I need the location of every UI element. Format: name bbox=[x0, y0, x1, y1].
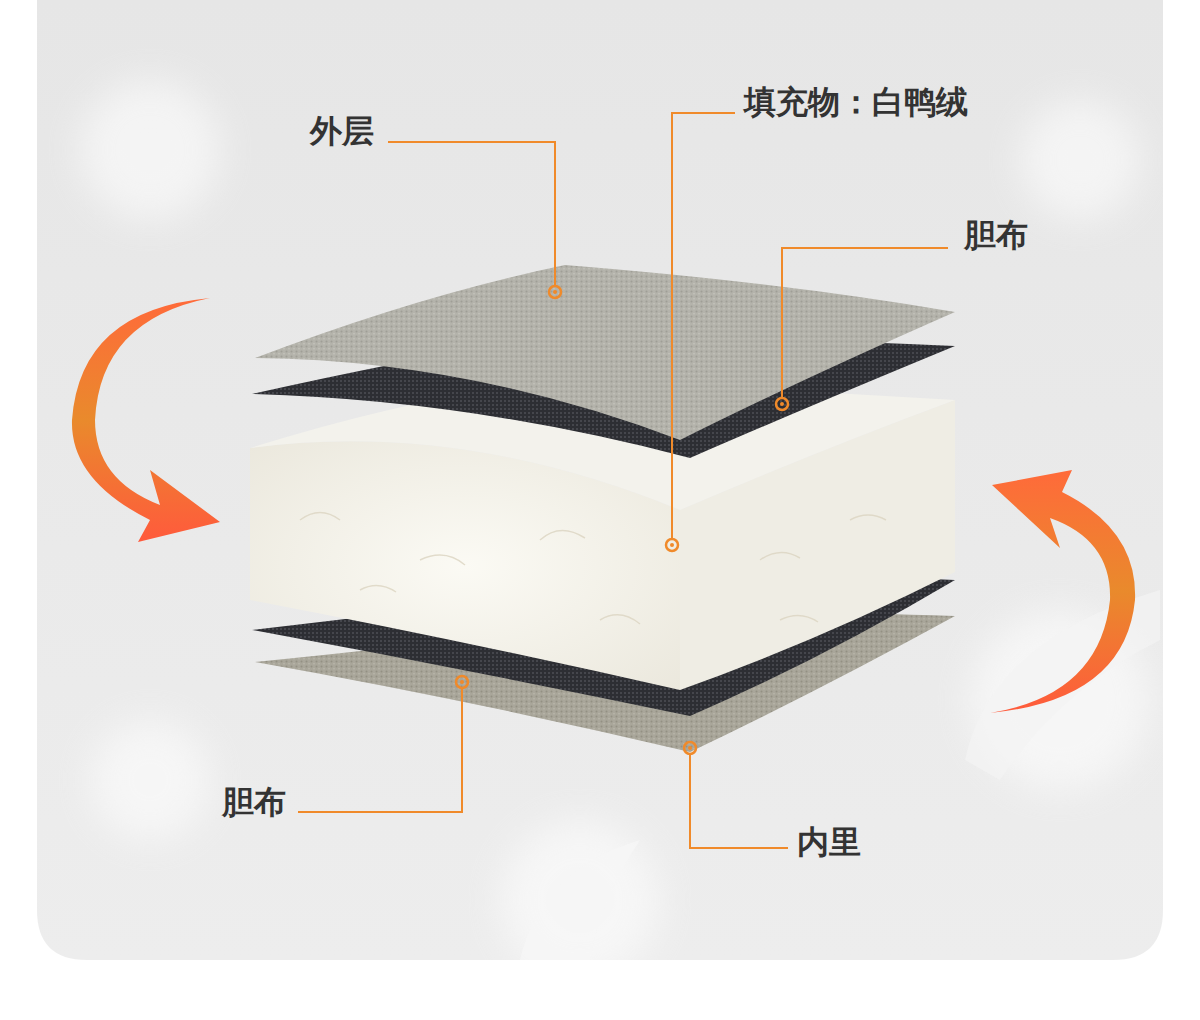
part-label: 胆布 bbox=[222, 783, 286, 821]
part-label: 填充物：白鸭绒 bbox=[744, 83, 968, 121]
part-label: 胆布 bbox=[964, 216, 1028, 254]
part-label: 外层 bbox=[310, 112, 374, 150]
part-label: 内里 bbox=[797, 823, 861, 861]
